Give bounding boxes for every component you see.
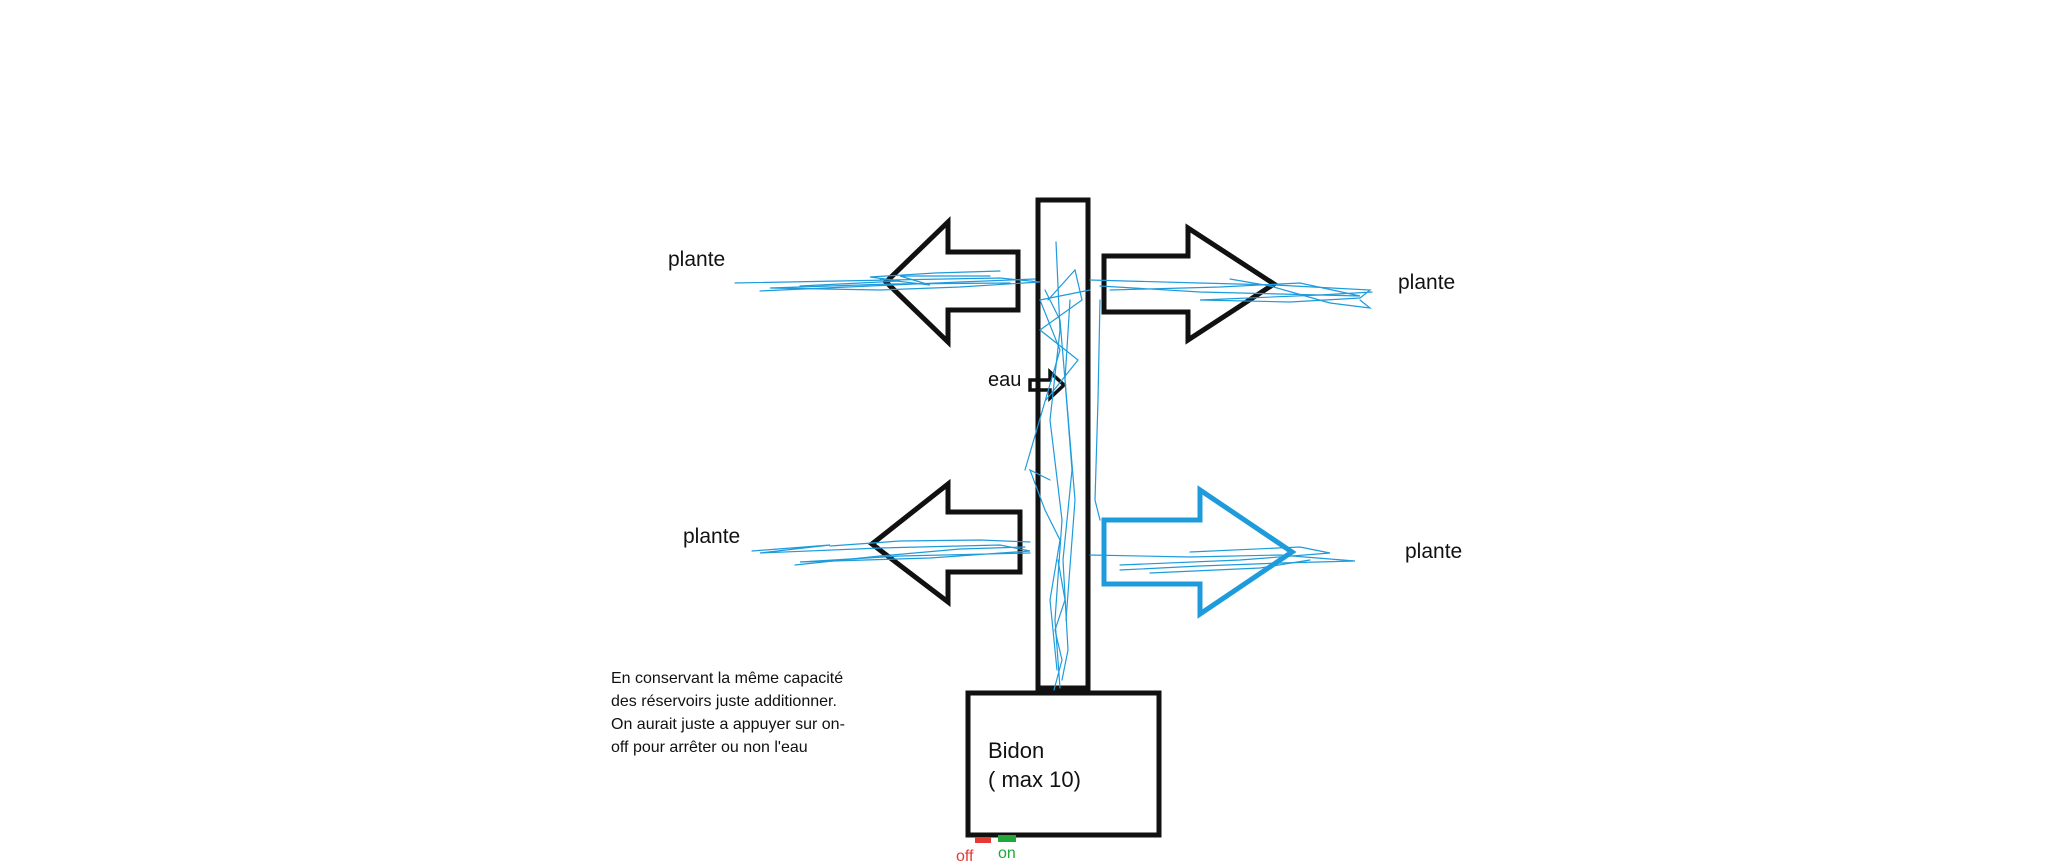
note-line-1: En conservant la même capacité [611, 670, 844, 687]
arrow-bottom-right-highlighted [1101, 485, 1297, 619]
on-switch-label: on [998, 845, 1016, 862]
off-switch-label: off [956, 848, 974, 865]
water-flow-arrow [1028, 367, 1067, 403]
arrow-bottom-left [867, 478, 1023, 608]
on-switch-indicator [998, 835, 1016, 842]
note-text: En conservant la même capacité des réser… [611, 667, 881, 759]
tank-box [965, 690, 1162, 838]
tank-label-line-2: ( max 10) [988, 767, 1081, 792]
tank-label-line-1: Bidon [988, 738, 1045, 763]
plant-label-top-right: plante [1398, 271, 1456, 294]
plant-label-bottom-right: plante [1405, 540, 1463, 563]
arrow-top-left [882, 216, 1021, 348]
tank-label: Bidon ( max 10) [988, 736, 1128, 794]
water-label: eau [988, 369, 1022, 391]
arrow-top-right [1101, 223, 1279, 345]
note-line-4: off pour arrêter ou non l'eau [611, 739, 808, 756]
note-line-3: On aurait juste a appuyer sur on- [611, 716, 845, 733]
plant-label-bottom-left: plante [683, 525, 741, 548]
pipe-column [1035, 197, 1091, 691]
note-line-2: des réservoirs juste additionner. [611, 693, 837, 710]
plant-label-top-left: plante [668, 248, 726, 271]
water-scribbles [734, 241, 1373, 691]
off-switch-indicator [975, 837, 991, 843]
